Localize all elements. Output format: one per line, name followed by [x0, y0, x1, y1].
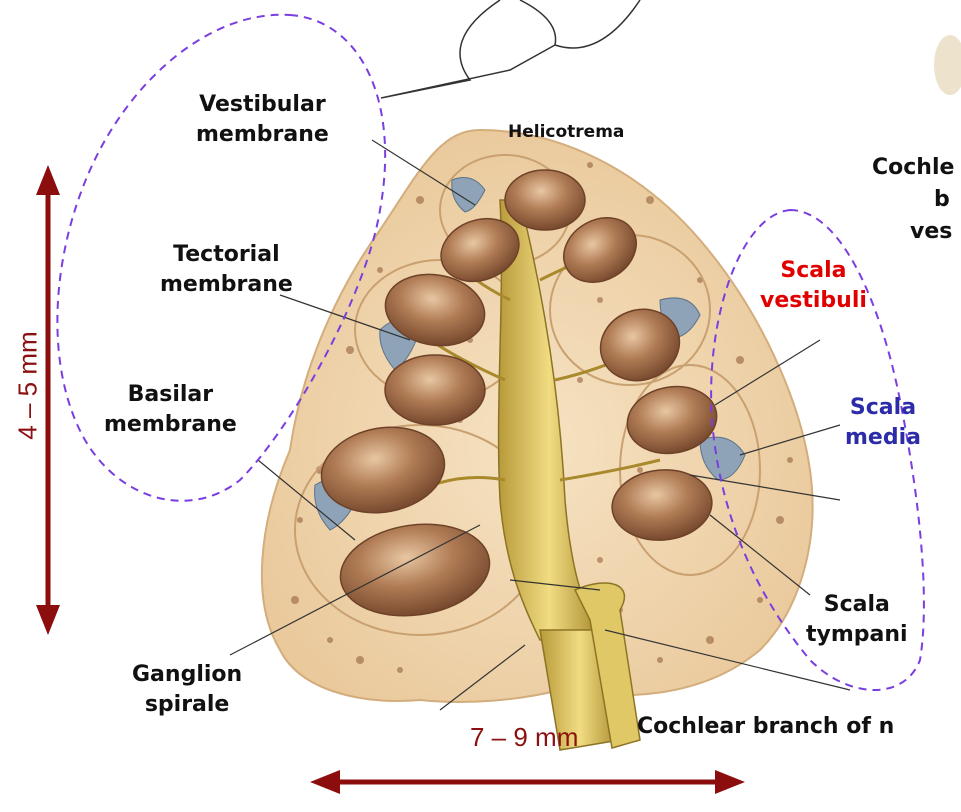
inset-photo-fragment [850, 0, 961, 150]
label-helicotrema: Helicotrema [508, 117, 624, 147]
width-dimension-label: 7 – 9 mm [470, 722, 578, 753]
label-cochlear-branch: Cochlear branch of n [637, 712, 961, 742]
width-dimension-arrow [310, 770, 745, 794]
callout-bubble [381, 0, 640, 98]
height-dimension-label: 4 – 5 mm [13, 326, 44, 446]
label-cochlea-partial: Cochle b ves [872, 152, 961, 248]
